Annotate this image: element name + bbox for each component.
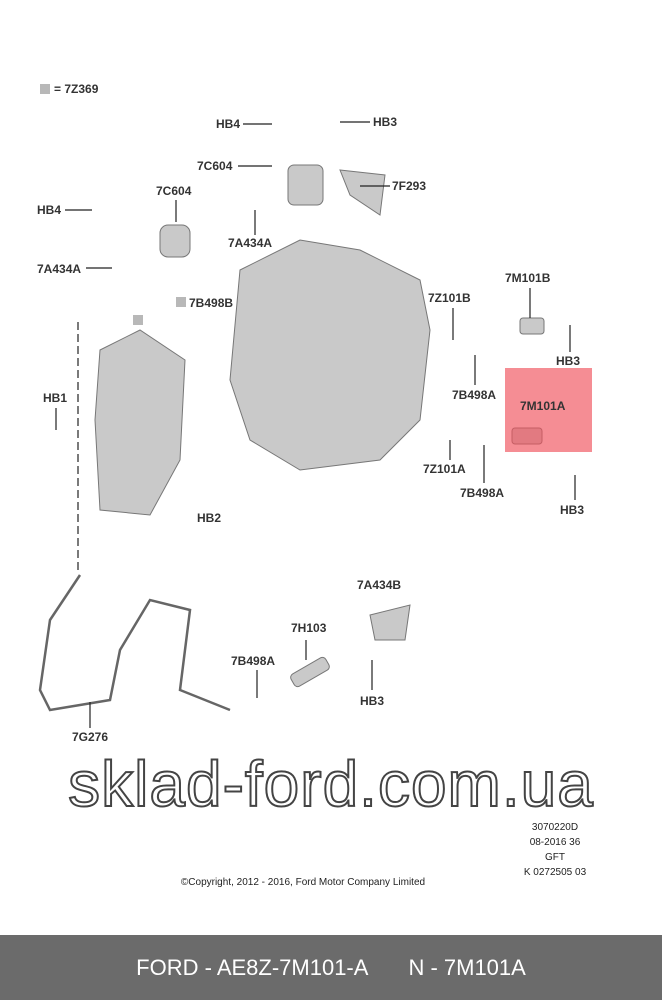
callout-hb3: HB3: [556, 354, 581, 368]
callout-7b498a: 7B498A: [231, 654, 276, 668]
legend-swatch: [133, 315, 143, 325]
exploded-view-drawing: [38, 121, 576, 728]
callout-7z101a: 7Z101A: [423, 462, 466, 476]
wiring-harness-7g276: [38, 574, 231, 712]
callout-hb4: HB4: [37, 203, 62, 217]
callout-7c604: 7C604: [156, 184, 192, 198]
highlighted-part-area: [505, 368, 592, 452]
callout-7z101b: 7Z101B: [428, 291, 471, 305]
callout-7b498b: 7B498B: [189, 296, 234, 310]
bracket-7f293: [339, 169, 386, 216]
callout-hb3: HB3: [360, 694, 385, 708]
callout-7h103: 7H103: [291, 621, 327, 635]
bracket-7a434b: [369, 604, 411, 641]
sensor-7m101b: [519, 317, 545, 335]
copyright-text: ©Copyright, 2012 - 2016, Ford Motor Comp…: [180, 877, 426, 888]
reference-line: GFT: [545, 852, 565, 863]
part-number: FORD - AE8Z-7M101-A: [136, 954, 369, 980]
legend-swatch: [176, 297, 186, 307]
callout-hb3: HB3: [373, 115, 398, 129]
callout-hb2: HB2: [197, 511, 222, 525]
callout-7f293: 7F293: [392, 179, 427, 193]
callout-7m101a: 7M101A: [520, 399, 566, 413]
transmission-case: [229, 239, 431, 471]
callout-7m101b: 7M101B: [505, 271, 551, 285]
legend-text: = 7Z369: [54, 82, 99, 96]
legend-swatch: [40, 84, 50, 94]
reference-line: 08-2016 36: [529, 837, 581, 848]
leader-lines: [55, 121, 576, 728]
callout-hb3: HB3: [560, 503, 585, 517]
reference-line: K 0272505 03: [523, 867, 587, 878]
gear-shift-module: [94, 329, 186, 516]
reference-block: 3070220D 08-2016 36 GFT K 0272505 03: [505, 820, 605, 880]
callout-7a434a: 7A434A: [37, 262, 82, 276]
callout-hb1: HB1: [43, 391, 68, 405]
callout-hb4: HB4: [216, 117, 241, 131]
callout-7b498a: 7B498A: [452, 388, 497, 402]
footer-bar: FORD - AE8Z-7M101-A N - 7M101A: [0, 935, 662, 1000]
callout-7g276: 7G276: [72, 730, 109, 744]
actuator-left: [159, 224, 191, 258]
solenoid-7h103: [290, 656, 330, 688]
part-reference: N - 7M101A: [408, 954, 526, 980]
actuator-top: [287, 164, 324, 206]
watermark: sklad-ford.com.ua: [67, 748, 594, 820]
callout-7a434a: 7A434A: [228, 236, 273, 250]
callout-7a434b: 7A434B: [357, 578, 402, 592]
callout-7b498a: 7B498A: [460, 486, 505, 500]
reference-line: 3070220D: [531, 822, 579, 833]
callout-7c604: 7C604: [197, 159, 233, 173]
